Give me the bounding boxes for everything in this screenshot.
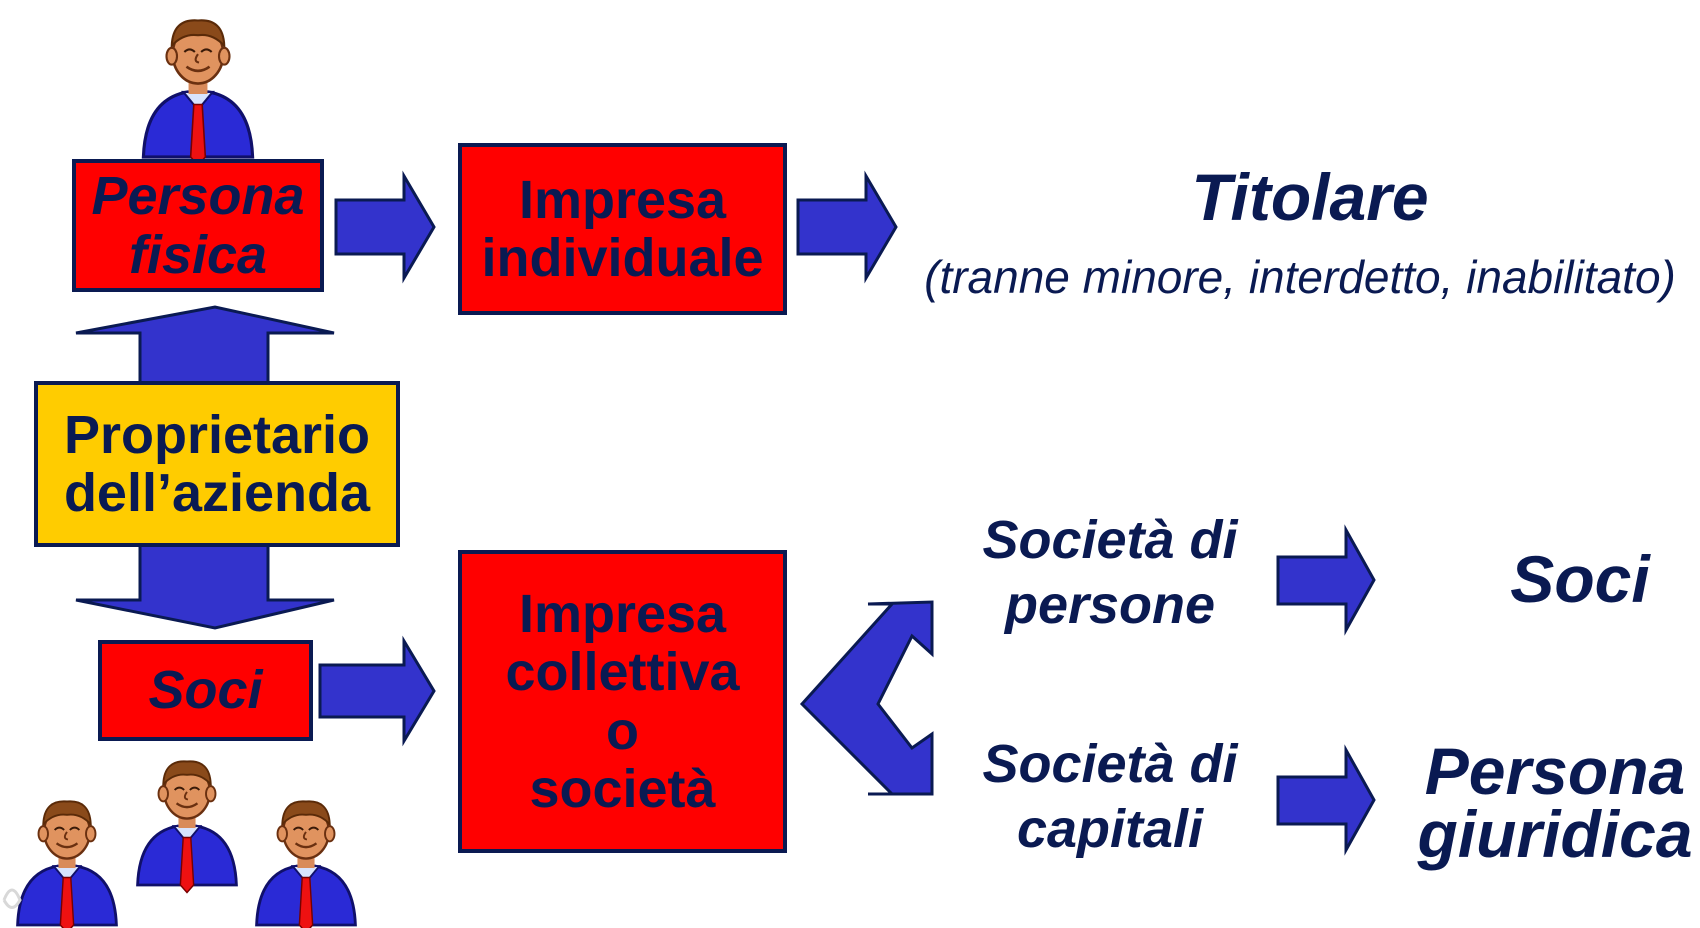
persona-giuridica-label: Persona giuridica [1410,734,1700,871]
arrow-persone-to-soci [1276,524,1376,636]
societa-capitali-line-2: capitali [1016,798,1204,859]
vertical-double-arrow [75,305,335,630]
impresa-collettiva-box: Impresa collettiva o società [458,550,787,853]
watermark-mark [2,888,22,909]
impresa-collettiva-line-3: o [606,700,639,761]
impresa-collettiva-line-2: collettiva [505,642,740,703]
soci-result-label: Soci [1510,542,1650,616]
proprietario-line-1: Proprietario [63,404,371,465]
titolare-note: (tranne minore, interdetto, inabilitato) [924,251,1676,303]
impresa-individuale-line-1: Impresa [518,169,727,230]
societa-persone-line-2: persone [1004,574,1216,635]
arrow-individuale-to-titolare [796,170,898,284]
soci-box-label: Soci [148,660,263,721]
arrow-fisica-to-individuale [334,170,436,284]
soci-box: Soci [98,640,313,741]
arrow-soci-to-collettiva [318,635,436,747]
impresa-collettiva-line-4: società [529,758,716,819]
split-arrow [799,600,934,796]
arrow-capitali-to-persona-giuridica [1276,744,1376,856]
societa-persone-label: Società di persone [960,508,1260,638]
societa-capitali-label: Società di capitali [960,732,1260,862]
impresa-collettiva-line-1: Impresa [518,583,727,644]
titolare-label: Titolare [1191,160,1429,234]
persona-fisica-line-1: Persona [91,166,305,227]
persona-fisica-box: Persona fisica [72,159,324,292]
persona-giuridica-line-1: Persona [1424,734,1686,808]
group-of-businessmen-icon [16,759,357,928]
societa-capitali-line-1: Società di [982,734,1238,794]
persona-giuridica-line-2: giuridica [1417,796,1693,871]
impresa-individuale-box: Impresa individuale [458,143,787,315]
persona-fisica-line-2: fisica [128,224,268,285]
businessman-icon [141,18,255,167]
proprietario-box: Proprietario dell’azienda [34,381,400,547]
societa-persone-line-1: Società di [982,510,1238,570]
impresa-individuale-line-2: individuale [481,228,764,288]
proprietario-line-2: dell’azienda [63,463,371,523]
